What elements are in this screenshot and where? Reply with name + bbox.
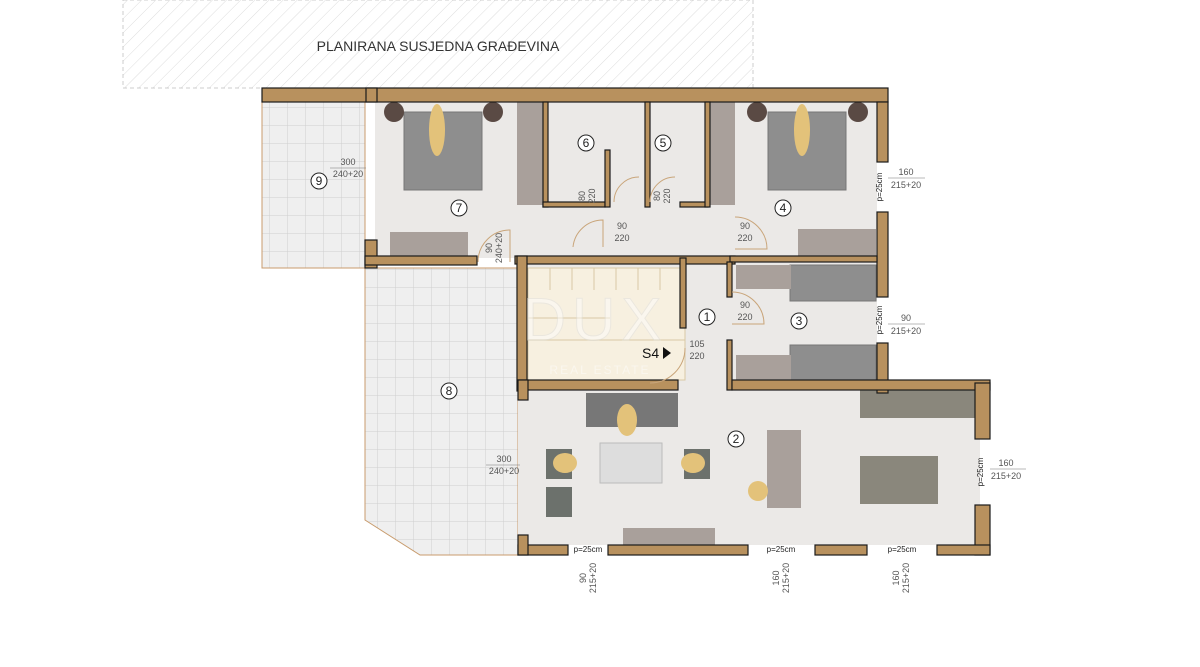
sill-label: p=25cm — [875, 305, 884, 334]
svg-text:90: 90 — [740, 221, 750, 231]
dim-window-2-east: 160 215+20 — [990, 458, 1026, 481]
room-number-7: 7 — [450, 199, 468, 217]
svg-text:220: 220 — [689, 351, 704, 361]
furniture — [384, 102, 975, 545]
terrace-8 — [364, 267, 519, 556]
svg-text:240+20: 240+20 — [489, 466, 519, 476]
svg-text:220: 220 — [737, 233, 752, 243]
svg-text:160: 160 — [771, 570, 781, 585]
svg-text:160: 160 — [898, 167, 913, 177]
svg-text:220: 220 — [614, 233, 629, 243]
svg-text:90: 90 — [578, 573, 588, 583]
window-sill-labels: p=25cm p=25cm p=25cm p=25cm p=25cm p=25c… — [574, 172, 985, 554]
room-number-1: 1 — [698, 308, 716, 326]
room-number-5: 5 — [654, 134, 672, 152]
room-number-2: 2 — [727, 430, 745, 448]
svg-text:90: 90 — [484, 243, 494, 253]
stair-label: S4 — [642, 345, 671, 361]
svg-text:240+20: 240+20 — [333, 169, 363, 179]
svg-text:215+20: 215+20 — [991, 471, 1021, 481]
svg-text:S4: S4 — [642, 345, 659, 361]
neighbor-building: PLANIRANA SUSJEDNA GRAĐEVINA — [122, 0, 754, 89]
sill-label: p=25cm — [767, 545, 796, 554]
svg-text:220: 220 — [662, 188, 672, 203]
room-number-4: 4 — [774, 199, 792, 217]
room-number-6: 6 — [577, 134, 595, 152]
svg-text:240+20: 240+20 — [494, 233, 504, 263]
svg-text:300: 300 — [496, 454, 511, 464]
room-number-8: 8 — [440, 382, 458, 400]
room-numbers: 1 2 3 4 5 6 7 8 9 — [310, 134, 808, 448]
svg-text:160: 160 — [891, 570, 901, 585]
svg-text:DUX: DUX — [523, 286, 668, 353]
svg-text:160: 160 — [998, 458, 1013, 468]
door-swings — [477, 176, 768, 384]
neighbor-label: PLANIRANA SUSJEDNA GRAĐEVINA — [317, 38, 560, 54]
svg-text:215+20: 215+20 — [901, 563, 911, 593]
svg-text:90: 90 — [901, 313, 911, 323]
svg-text:215+20: 215+20 — [891, 326, 921, 336]
svg-text:6: 6 — [583, 136, 590, 150]
svg-text:215+20: 215+20 — [588, 563, 598, 593]
svg-text:80: 80 — [577, 191, 587, 201]
stairs — [527, 267, 686, 381]
room-number-3: 3 — [790, 312, 808, 330]
svg-text:90: 90 — [740, 300, 750, 310]
dim-window-3: 90 215+20 — [888, 313, 925, 336]
svg-text:REAL ESTATE: REAL ESTATE — [549, 363, 650, 377]
svg-text:4: 4 — [780, 201, 787, 215]
svg-text:90: 90 — [617, 221, 627, 231]
dim-window-4: 160 215+20 — [888, 167, 925, 190]
svg-text:7: 7 — [456, 201, 463, 215]
svg-text:2: 2 — [733, 432, 740, 446]
svg-text:80: 80 — [652, 191, 662, 201]
sill-label: p=25cm — [888, 545, 917, 554]
watermark-logo: DUX REAL ESTATE — [522, 286, 668, 378]
svg-text:1: 1 — [704, 310, 711, 324]
svg-text:105: 105 — [689, 339, 704, 349]
sill-label: p=25cm — [976, 457, 985, 486]
svg-text:300: 300 — [340, 157, 355, 167]
svg-text:9: 9 — [316, 174, 323, 188]
dim-terrace-door-2: 300 240+20 — [486, 454, 520, 476]
walls — [261, 87, 991, 556]
room-number-9: 9 — [310, 172, 328, 190]
svg-text:220: 220 — [587, 188, 597, 203]
svg-text:215+20: 215+20 — [781, 563, 791, 593]
svg-text:8: 8 — [446, 384, 453, 398]
arrow-right-icon — [663, 347, 671, 359]
svg-text:3: 3 — [796, 314, 803, 328]
dim-terrace-9: 300 240+20 — [330, 157, 366, 179]
sill-label: p=25cm — [875, 172, 884, 201]
svg-text:5: 5 — [660, 136, 667, 150]
svg-text:220: 220 — [737, 312, 752, 322]
sill-label: p=25cm — [574, 545, 603, 554]
svg-text:215+20: 215+20 — [891, 180, 921, 190]
